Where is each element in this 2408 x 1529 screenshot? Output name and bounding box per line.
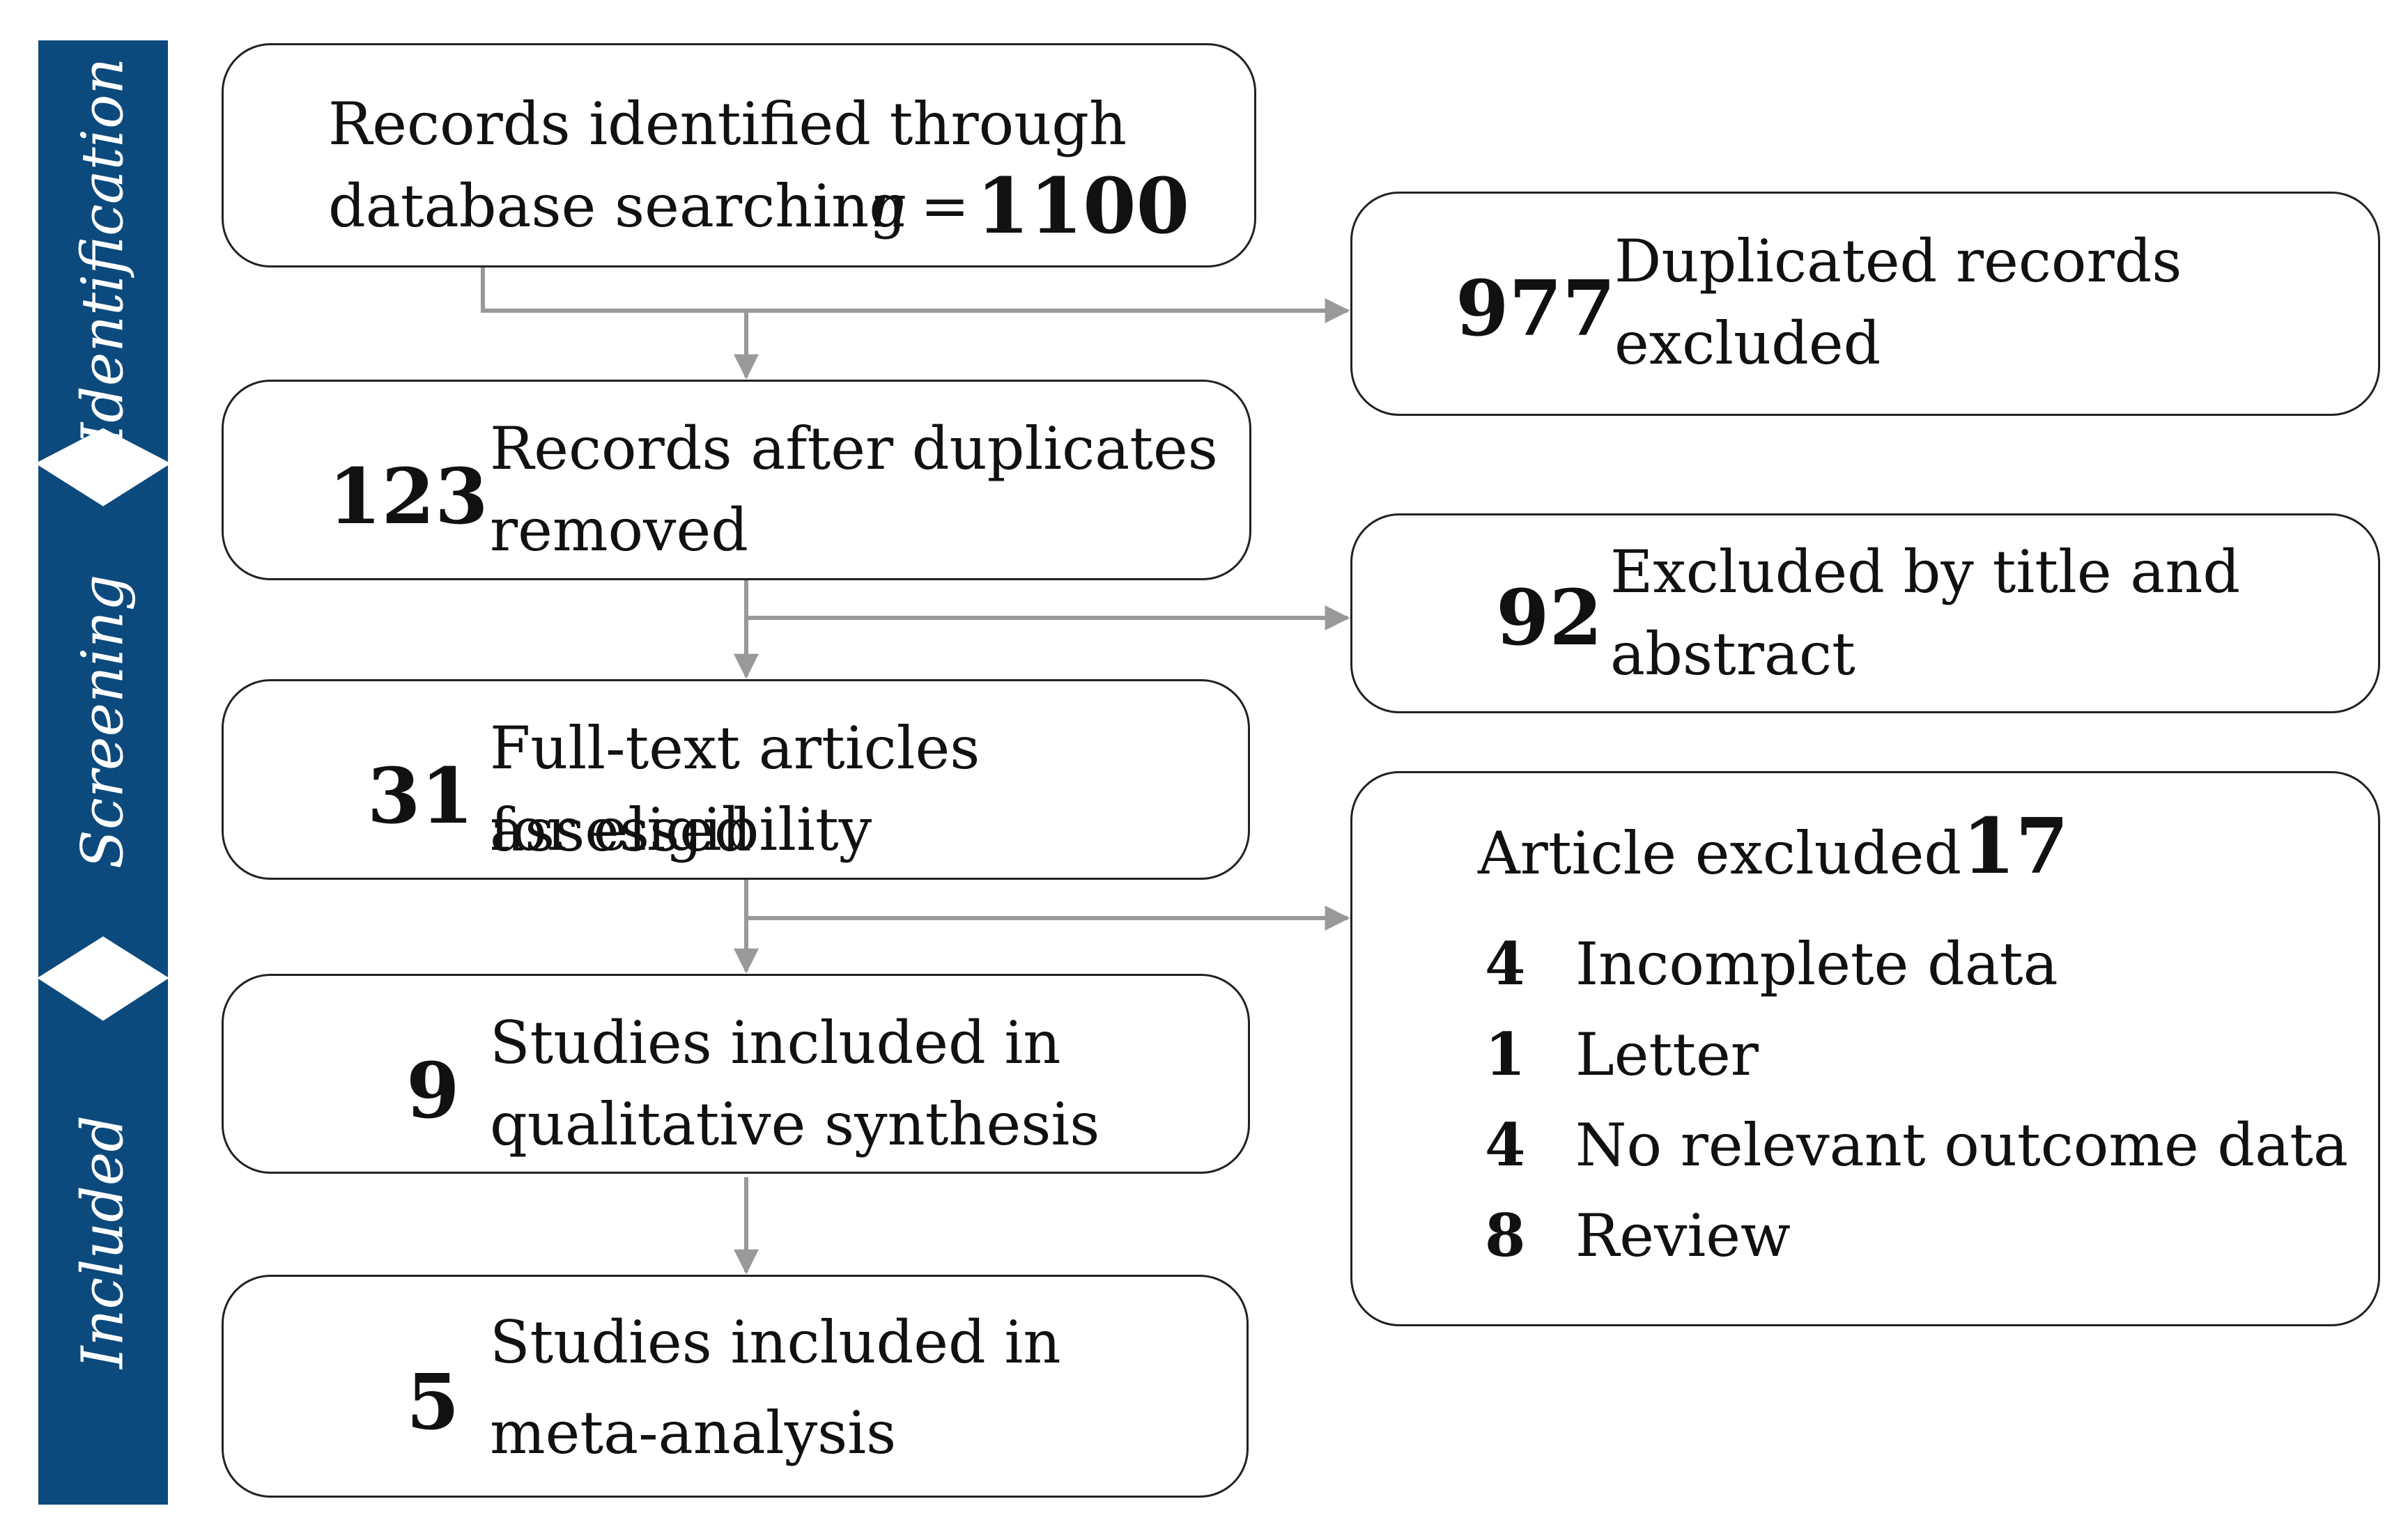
article-excluded-count: 17	[1962, 801, 2069, 891]
title-abstract-excluded-box: 92 Excluded by title and abstract	[1350, 513, 2380, 713]
records-after-duplicates-count: 123	[328, 451, 488, 541]
article-excluded-box: Article excluded 17 4 Incomplete data 1 …	[1350, 771, 2380, 1326]
meta-analysis-count: 5	[406, 1357, 460, 1447]
reason-label: No relevant outcome data	[1575, 1111, 2349, 1179]
qualitative-synthesis-count: 9	[406, 1046, 460, 1135]
reason-label: Review	[1575, 1202, 1791, 1270]
n-symbol: n	[870, 172, 909, 240]
duplicates-excluded-line1: Duplicated records	[1614, 227, 2182, 295]
reason-count: 8	[1485, 1201, 1526, 1270]
article-excluded-label: Article excluded	[1478, 819, 1962, 887]
duplicates-excluded-box: 977 Duplicated records excluded	[1350, 192, 2380, 416]
meta-analysis-box: 5 Studies included in meta-analysis	[222, 1275, 1249, 1498]
reason-label: Incomplete data	[1575, 930, 2058, 998]
reason-count: 4	[1485, 929, 1526, 998]
connector-identified-to-duplicates	[481, 267, 1350, 323]
title-abstract-excluded-count: 92	[1496, 573, 1603, 662]
reason-label: Letter	[1575, 1020, 1759, 1089]
records-identified-count: 1100	[976, 161, 1190, 251]
records-after-duplicates-line2: removed	[490, 496, 749, 564]
qualitative-synthesis-line2: qualitative synthesis	[490, 1090, 1100, 1158]
records-after-duplicates-line1: Records after duplicates	[490, 414, 1218, 483]
qualitative-synthesis-line1: Studies included in	[490, 1009, 1061, 1077]
fulltext-assessed-count: 31	[367, 751, 474, 841]
fulltext-assessed-line2: for eligibility	[490, 795, 872, 864]
meta-analysis-line1: Studies included in	[490, 1308, 1061, 1376]
qualitative-synthesis-box: 9 Studies included in qualitative synthe…	[222, 974, 1250, 1174]
records-identified-line2: database searching	[328, 172, 906, 240]
records-identified-box: Records identified through database sear…	[222, 43, 1256, 267]
records-after-duplicates-box: 123 Records after duplicates removed	[222, 380, 1251, 580]
title-abstract-excluded-line1: Excluded by title and	[1610, 538, 2241, 606]
fulltext-assessed-line1: Full-text articles assessed	[490, 714, 980, 864]
stage-band-included: Included	[38, 979, 168, 1505]
reason-count: 1	[1485, 1020, 1526, 1089]
duplicates-excluded-count: 977	[1456, 263, 1616, 353]
title-abstract-excluded-line2: abstract	[1610, 620, 1855, 688]
stage-band-identification: Identification	[38, 40, 168, 462]
equals-sign: =	[920, 172, 970, 240]
stage-band-screening: Screening	[38, 465, 168, 977]
duplicates-excluded-line2: excluded	[1614, 309, 1881, 378]
fulltext-assessed-box: 31 Full-text articles assessed for eligi…	[222, 679, 1250, 880]
meta-analysis-line2: meta-analysis	[490, 1399, 897, 1467]
reason-count: 4	[1485, 1110, 1526, 1179]
records-identified-line1: Records identified through	[328, 90, 1127, 158]
